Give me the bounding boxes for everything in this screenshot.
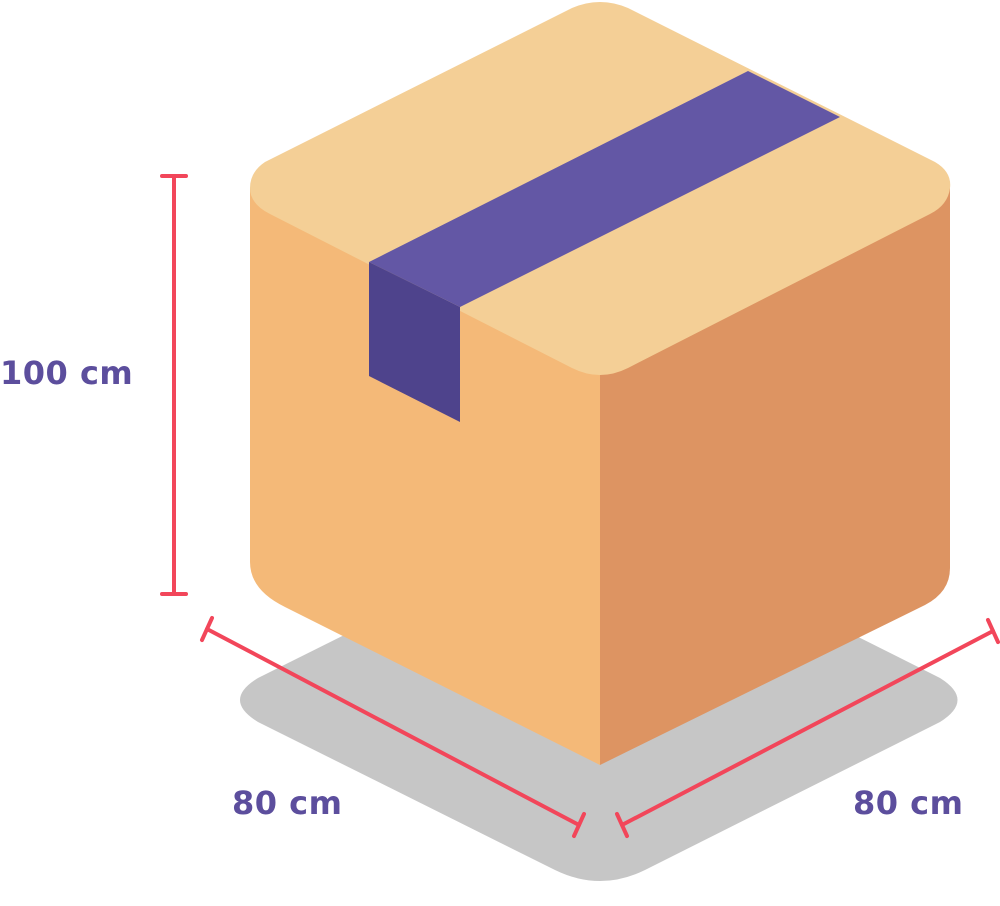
tape-top-strip (369, 71, 840, 307)
depth-measure-line (200, 616, 586, 838)
width-label: 80 cm (853, 784, 964, 822)
depth-label: 80 cm (232, 784, 343, 822)
height-label: 100 cm (0, 354, 134, 392)
tape-front-strip (369, 262, 460, 422)
height-measure-line (160, 174, 188, 596)
width-measure-line (615, 618, 1000, 838)
